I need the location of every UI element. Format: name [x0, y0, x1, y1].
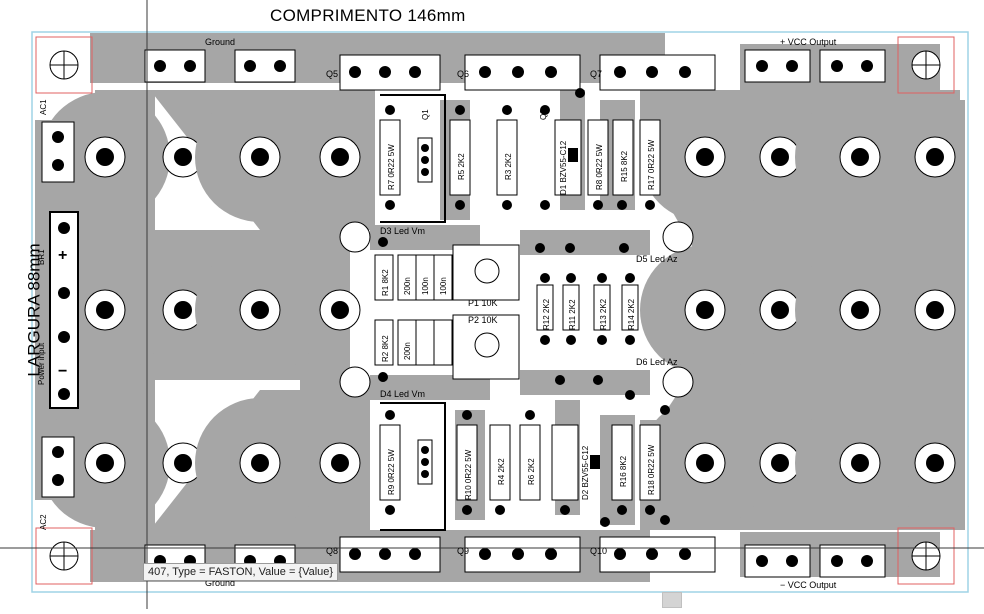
small-pads: [378, 88, 670, 527]
label-r9: R9 0R22 5W: [387, 449, 396, 495]
label-ground-bottom: Ground: [205, 578, 235, 588]
label-br1: BR1: [37, 249, 46, 265]
bridge-pads: [58, 222, 70, 400]
label-r3: R3 2K2: [504, 153, 513, 180]
label-cap-a: 200n: [403, 277, 412, 295]
potentiometers: [452, 244, 520, 380]
label-ac2: AC2: [39, 514, 48, 530]
label-d1: D1 BZV55-C12: [559, 140, 568, 195]
label-cap-b: 100n: [421, 277, 430, 295]
label-ground-top: Ground: [205, 37, 235, 47]
label-p2: P2 10K: [468, 315, 498, 325]
diode-markers: [568, 148, 600, 469]
label-r14: R14 2K2: [627, 298, 636, 330]
label-power-input: Power input: [37, 342, 46, 385]
label-r17: R17 0R22 5W: [647, 139, 656, 190]
mounting-holes: [35, 36, 955, 585]
connector-pads: [52, 60, 873, 567]
label-ac1: AC1: [39, 99, 48, 115]
label-q8: Q8: [326, 546, 338, 556]
vertical-labels: AC1 AC2 BR1 Power input Q1 Q2 R7 0R22 5W…: [37, 99, 656, 530]
label-q9: Q9: [457, 546, 469, 556]
label-r16: R16 8K2: [619, 455, 628, 487]
label-minus: −: [58, 363, 67, 380]
label-r18: R18 0R22 5W: [647, 444, 656, 495]
label-r12: R12 2K2: [542, 298, 551, 330]
transistor-pads: [349, 66, 691, 560]
driver-pads: [417, 137, 433, 485]
label-r10: R10 0R22 5W: [464, 449, 473, 500]
label-q10: Q10: [590, 546, 607, 556]
label-d3: D3 Led Vm: [380, 226, 425, 236]
label-r1: R1 8K2: [381, 269, 390, 296]
label-q6: Q6: [457, 69, 469, 79]
label-q1: Q1: [421, 109, 430, 120]
board-length-title: COMPRIMENTO 146mm: [270, 6, 466, 25]
capacitor-pads: [40, 92, 956, 528]
label-q2: Q2: [539, 109, 548, 120]
label-r2: R2 8K2: [381, 335, 390, 362]
label-cap-d: 200n: [403, 342, 412, 360]
label-d4: D4 Led Vm: [380, 389, 425, 399]
label-r7: R7 0R22 5W: [387, 144, 396, 190]
label-r6: R6 2K2: [527, 458, 536, 485]
label-r4: R4 2K2: [497, 458, 506, 485]
label-r11: R11 2K2: [568, 299, 577, 330]
label-d6: D6 Led Az: [636, 357, 678, 367]
label-plus: +: [58, 247, 67, 264]
resistor-bodies: [374, 119, 661, 501]
label-p1: P1 10K: [468, 298, 498, 308]
label-vcc-minus: − VCC Output: [780, 580, 837, 590]
silkscreen-labels: Ground + VCC Output − VCC Output Ground …: [205, 37, 837, 590]
label-r15: R15 8K2: [620, 150, 629, 182]
label-cap-c: 100n: [439, 277, 448, 295]
label-q7: Q7: [590, 69, 602, 79]
hover-tooltip: 407, Type = FASTON, Value = {Value}: [143, 563, 339, 581]
label-r13: R13 2K2: [599, 298, 608, 330]
label-r8: R8 0R22 5W: [595, 144, 604, 190]
scrollbar-thumb[interactable]: [662, 592, 682, 608]
bridge-rectifier-br1: [49, 211, 79, 409]
polarity-labels: + −: [58, 247, 67, 380]
label-d2: D2 BZV55-C12: [581, 445, 590, 500]
leds: [339, 221, 694, 398]
label-vcc-plus: + VCC Output: [780, 37, 837, 47]
board-width-title: LARGURA 88mm: [24, 243, 44, 377]
driver-outlines: [380, 94, 446, 531]
label-q5: Q5: [326, 69, 338, 79]
label-d5: D5 Led Az: [636, 254, 678, 264]
label-r5: R5 2K2: [457, 153, 466, 180]
